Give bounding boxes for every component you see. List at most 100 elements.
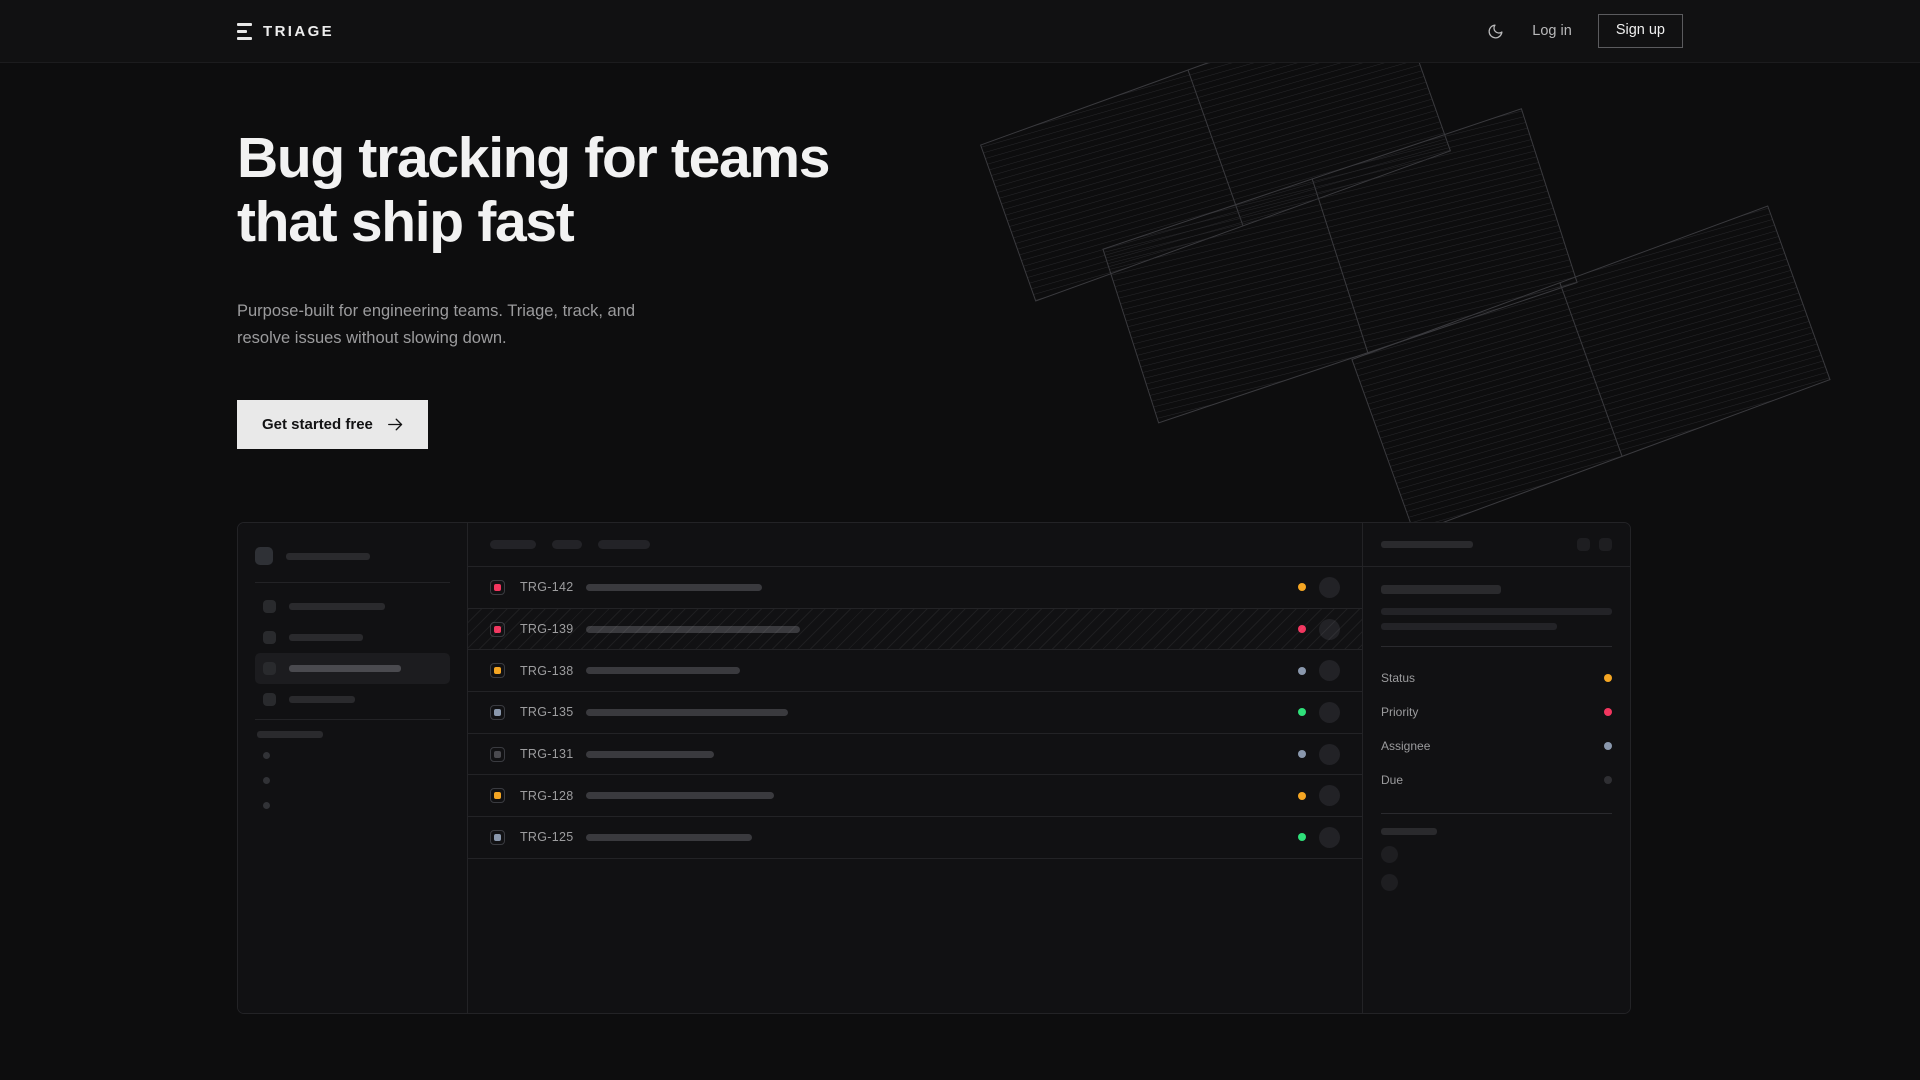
- status-badge: [1298, 750, 1306, 759]
- detail-description-skeleton: [1381, 608, 1612, 630]
- issue-list-toolbar: [468, 523, 1362, 567]
- field-value-dot: [1604, 708, 1612, 716]
- detail-header-actions: [1577, 538, 1612, 551]
- issue-title-skeleton: [586, 583, 762, 591]
- moon-icon[interactable]: [1484, 20, 1506, 42]
- status-badge: [1298, 666, 1306, 675]
- status-badge: [1298, 708, 1306, 717]
- sidebar-nav-item-3[interactable]: [255, 684, 450, 715]
- sidebar-nav-label-skeleton: [289, 634, 363, 641]
- activity-avatar-1: [1381, 874, 1398, 891]
- activity-list: [1381, 846, 1612, 891]
- table-row[interactable]: TRG-135: [468, 692, 1362, 734]
- detail-field-due[interactable]: Due: [1381, 763, 1612, 797]
- issue-title-skeleton: [586, 708, 788, 716]
- detail-action-button-1[interactable]: [1599, 538, 1612, 551]
- sidebar-divider: [255, 582, 450, 583]
- hero-section: Bug tracking for teams that ship fast Pu…: [237, 63, 1137, 450]
- sidebar-nav-icon: [263, 600, 276, 613]
- detail-action-button-0[interactable]: [1577, 538, 1590, 551]
- issue-key: TRG-125: [520, 830, 574, 845]
- table-row[interactable]: TRG-131: [468, 734, 1362, 776]
- sidebar-nav-icon: [263, 693, 276, 706]
- table-row[interactable]: TRG-139: [468, 608, 1362, 651]
- field-label: Priority: [1381, 705, 1419, 719]
- priority-icon: [490, 704, 505, 720]
- project-dot-icon: [263, 752, 270, 759]
- issue-key: TRG-135: [520, 705, 574, 720]
- field-value-dot: [1604, 674, 1612, 682]
- priority-icon: [490, 621, 505, 637]
- sidebar-nav-label-skeleton: [289, 603, 385, 610]
- activity-avatar-0: [1381, 846, 1398, 863]
- avatar: [1319, 701, 1340, 723]
- issue-title-skeleton: [586, 667, 740, 675]
- status-badge: [1298, 833, 1306, 842]
- sidebar-section-label: [257, 731, 323, 738]
- brand-name: TRIAGE: [263, 22, 335, 40]
- sidebar-nav-icon: [263, 662, 276, 675]
- issue-title-skeleton: [586, 750, 714, 758]
- avatar: [1319, 743, 1340, 765]
- signup-button[interactable]: Sign up: [1597, 14, 1683, 48]
- arrow-right-icon: [387, 418, 403, 431]
- sidebar-project-item-0[interactable]: [255, 743, 450, 768]
- filter-chip-2[interactable]: [598, 540, 650, 549]
- priority-icon: [490, 746, 505, 762]
- filter-chip-0[interactable]: [490, 540, 536, 549]
- issue-key: TRG-138: [520, 663, 574, 678]
- table-row[interactable]: TRG-125: [468, 817, 1362, 859]
- detail-header: [1363, 523, 1630, 567]
- workspace-switcher[interactable]: [255, 539, 450, 578]
- issue-key: TRG-128: [520, 788, 574, 803]
- avatar: [1319, 618, 1340, 640]
- table-row[interactable]: TRG-128: [468, 775, 1362, 818]
- sidebar-nav-item-0[interactable]: [255, 591, 450, 622]
- detail-field-assignee[interactable]: Assignee: [1381, 729, 1612, 763]
- field-value-dot: [1604, 742, 1612, 750]
- triage-logo-icon: [237, 22, 252, 40]
- project-dot-icon: [263, 777, 270, 784]
- mockup-sidebar: [238, 523, 468, 1013]
- sidebar-nav-item-2[interactable]: [255, 653, 450, 684]
- issue-key: TRG-139: [520, 622, 574, 637]
- field-label: Due: [1381, 773, 1404, 787]
- detail-field-priority[interactable]: Priority: [1381, 695, 1612, 729]
- activity-label-skeleton: [1381, 828, 1437, 835]
- sidebar-nav-icon: [263, 631, 276, 644]
- table-row[interactable]: TRG-138: [468, 650, 1362, 693]
- description-line-1: [1381, 623, 1557, 630]
- project-dot-icon: [263, 802, 270, 809]
- field-label: Assignee: [1381, 739, 1431, 753]
- sidebar-nav-item-1[interactable]: [255, 622, 450, 653]
- login-link[interactable]: Log in: [1532, 23, 1572, 39]
- priority-icon: [490, 663, 505, 679]
- table-row[interactable]: TRG-142: [468, 567, 1362, 609]
- detail-title-skeleton: [1381, 541, 1473, 548]
- priority-icon: [490, 579, 505, 595]
- hero-subhead: Purpose-built for engineering teams. Tri…: [237, 301, 636, 347]
- field-label: Status: [1381, 671, 1416, 685]
- workspace-name-skeleton: [286, 552, 370, 560]
- issue-key: TRG-142: [520, 580, 574, 595]
- get-started-button[interactable]: Get started free: [237, 400, 428, 450]
- sidebar-project-item-1[interactable]: [255, 768, 450, 793]
- brand-logo[interactable]: TRIAGE: [237, 22, 335, 40]
- detail-field-status[interactable]: Status: [1381, 661, 1612, 695]
- avatar: [1319, 576, 1340, 598]
- sidebar-project-item-2[interactable]: [255, 793, 450, 818]
- field-value-dot: [1604, 776, 1612, 784]
- issue-title-skeleton: [586, 833, 752, 841]
- avatar: [1319, 826, 1340, 848]
- page-title: Bug tracking for teams that ship fast: [237, 126, 831, 255]
- filter-chip-1[interactable]: [552, 540, 582, 549]
- sidebar-divider-2: [255, 719, 450, 720]
- priority-icon: [490, 829, 505, 845]
- sidebar-nav-label-skeleton: [289, 665, 401, 672]
